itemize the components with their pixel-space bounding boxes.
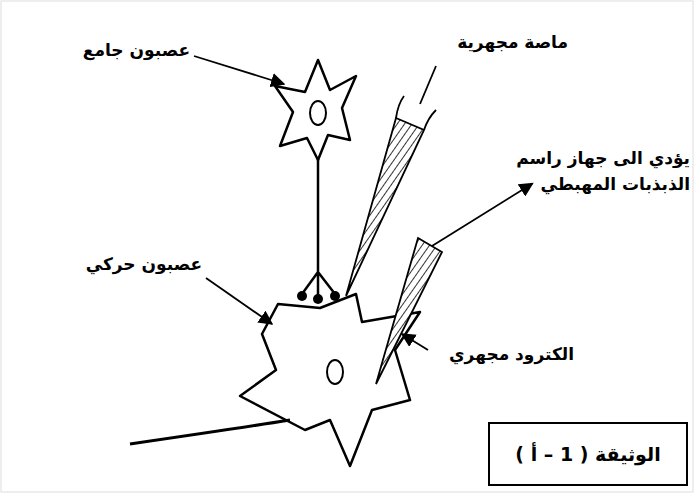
part-label: عصبون جامع [40,38,190,64]
microelectrode [376,238,442,384]
part-label: ماصة مجهرية [398,30,568,56]
part-label: عصبون حركي [42,252,202,278]
synaptic-knob [297,291,307,301]
leader-arrow [402,334,428,350]
interneuron-body [275,60,356,160]
leader-arrow [432,184,532,247]
micropipette-tube [396,96,436,130]
motor-axon [130,420,290,444]
motor-neuron-nucleus [327,360,343,384]
caption-text: الوثيقة ( 1 – أ ) [515,443,660,465]
leader-arrow [206,278,272,324]
leader-line [420,66,436,104]
part-label: الكترود مجهري [404,342,574,368]
interneuron-axon [302,158,335,297]
note-label: يؤدي الى جهاز راسم الذبذبات المهبطي [485,146,690,197]
leader-arrow [194,56,284,84]
caption-box: الوثيقة ( 1 – أ ) [488,422,688,486]
synaptic-knob [313,294,323,304]
interneuron-nucleus [310,101,326,125]
